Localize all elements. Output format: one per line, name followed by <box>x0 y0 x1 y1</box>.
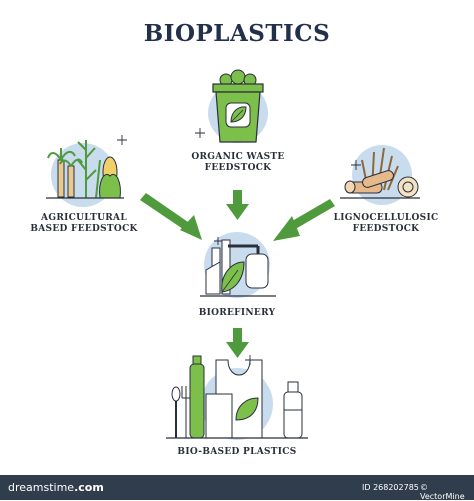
label-agricultural-based-feedstock: AGRICULTURAL BASED FEEDSTOCK <box>28 213 140 235</box>
label-line: ORGANIC WASTE <box>191 152 285 162</box>
label-line: FEEDSTOCK <box>352 224 420 234</box>
arrow-lignocellulosic-to-biorefinery <box>273 199 335 241</box>
label-line: BIO-BASED PLASTICS <box>177 447 297 457</box>
arrow-biorefinery-to-plastics <box>226 328 249 358</box>
compost-bin-icon <box>212 69 264 143</box>
label-line: BIOREFINERY <box>198 308 276 318</box>
image-author: © VectorMine <box>420 483 465 501</box>
label-line: AGRICULTURAL <box>41 213 127 223</box>
footer-bar: dreamstime.com ID 268202785 © VectorMine <box>0 475 474 501</box>
sparkle-icons <box>117 128 361 365</box>
arrow-agricultural-to-biorefinery <box>140 193 202 240</box>
brand-suffix: .com <box>74 481 104 494</box>
image-id: ID 268202785 <box>362 483 419 492</box>
label-biorefinery: BIOREFINERY <box>187 308 287 319</box>
agricultural-circle <box>51 143 115 207</box>
brand-name: dreamstime <box>8 481 75 494</box>
label-line: LIGNOCELLULOSIC <box>333 213 439 223</box>
logs-and-grass-icon <box>340 147 420 199</box>
plastic-products-icon <box>166 355 308 439</box>
page-title: BIOPLASTICS <box>143 20 331 47</box>
footer-brand: dreamstime.com <box>8 481 104 494</box>
biorefinery-icon <box>200 239 276 297</box>
crops-icon <box>46 140 124 199</box>
label-line: BASED FEEDSTOCK <box>30 224 138 234</box>
arrow-organic-to-biorefinery <box>226 190 249 220</box>
label-lignocellulosic-feedstock: LIGNOCELLULOSIC FEEDSTOCK <box>330 213 442 235</box>
label-bio-based-plastics: BIO-BASED PLASTICS <box>167 447 307 458</box>
label-line: FEEDSTOCK <box>204 163 272 173</box>
label-organic-waste-feedstock: ORGANIC WASTE FEEDSTOCK <box>188 152 288 174</box>
